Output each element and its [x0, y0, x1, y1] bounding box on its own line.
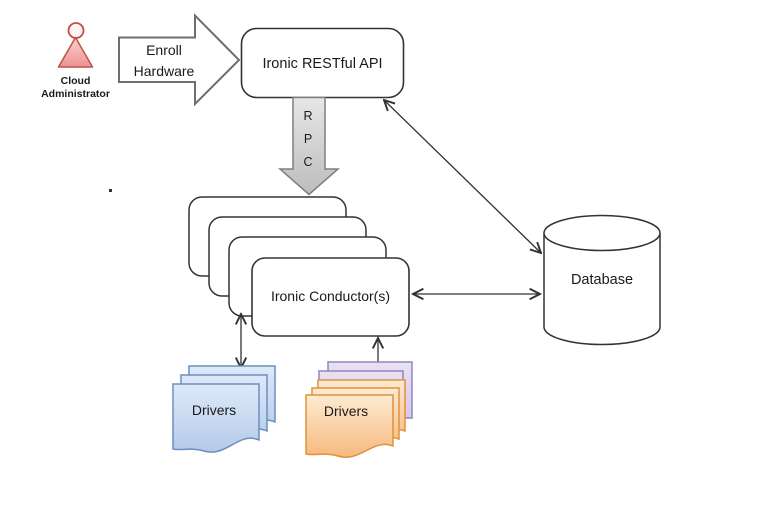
- block-arrow-right-shape: [118, 13, 241, 107]
- enroll-label-line1: Enroll: [146, 42, 182, 58]
- block-arrow-down-shape: [278, 96, 340, 196]
- drivers-stack-orange: Drivers: [305, 361, 413, 458]
- drivers-right-label: Drivers: [324, 403, 368, 419]
- database-node: Database: [543, 214, 661, 346]
- stray-dot: [109, 189, 112, 192]
- drivers-stack-blue: Drivers: [172, 365, 276, 453]
- blue-doc-front: [172, 383, 260, 453]
- rpc-letter-c: C: [303, 155, 312, 169]
- database-label: Database: [571, 272, 633, 288]
- enroll-hardware-arrow: Enroll Hardware: [118, 13, 241, 107]
- ironic-restful-api-node: Ironic RESTful API: [240, 27, 405, 99]
- cloud-administrator-actor: Cloud Administrator: [41, 22, 110, 100]
- ironic-conductors-stack: Ironic Conductor(s): [188, 196, 410, 337]
- drivers-left-label: Drivers: [192, 402, 236, 418]
- rpc-letter-r: R: [303, 109, 312, 123]
- rpc-letter-p: P: [304, 132, 312, 146]
- orange-doc-front: [305, 394, 394, 458]
- database-cylinder-body: [543, 233, 661, 346]
- rpc-arrow: R P C: [278, 96, 340, 196]
- connector-api-database: [384, 100, 541, 253]
- actor-body-icon: [57, 36, 94, 68]
- enroll-label-line2: Hardware: [134, 63, 195, 79]
- conductor-box-front: [251, 257, 410, 337]
- actor-head-icon: [67, 22, 85, 39]
- conductors-label: Ironic Conductor(s): [271, 288, 390, 304]
- actor-label-line1: Cloud: [61, 75, 91, 87]
- api-label: Ironic RESTful API: [262, 56, 382, 72]
- actor-label-line2: Administrator: [41, 88, 110, 100]
- database-cylinder-top: [543, 214, 661, 252]
